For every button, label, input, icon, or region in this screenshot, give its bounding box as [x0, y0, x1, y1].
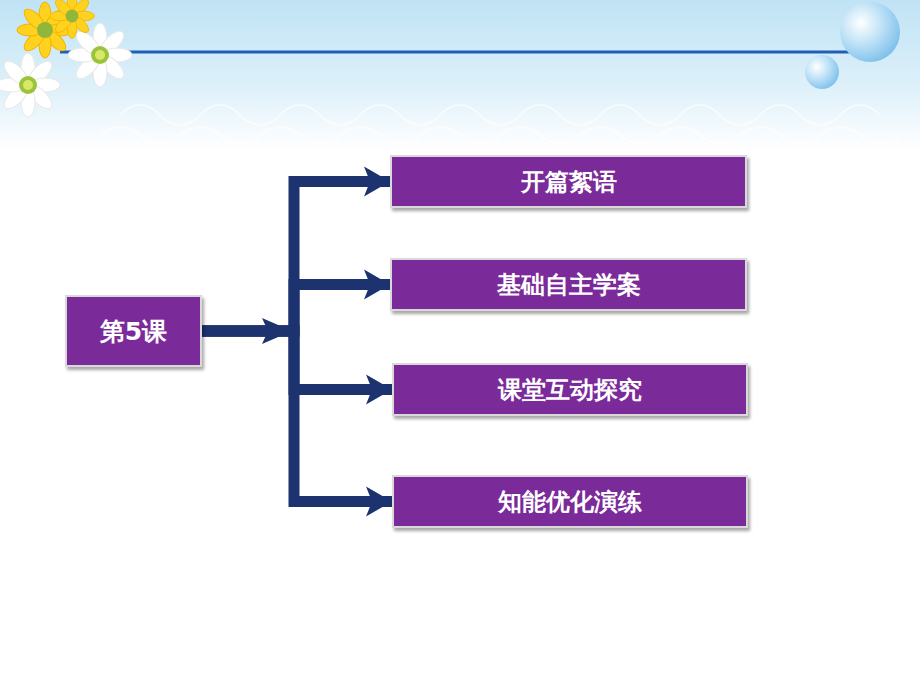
flower [68, 23, 132, 87]
branch-arrow [202, 285, 390, 332]
section-title: 课堂互动探究 [498, 374, 642, 406]
lesson-title: 第5课 [100, 315, 167, 348]
branch-arrow [202, 331, 392, 502]
section-box: 基础自主学案 [390, 258, 747, 311]
flower [50, 0, 95, 38]
section-box: 开篇絮语 [390, 155, 747, 208]
lesson-box: 第5课 [65, 295, 202, 367]
section-title: 基础自主学案 [497, 269, 641, 301]
section-box: 知能优化演练 [392, 475, 748, 528]
section-title: 开篇絮语 [521, 166, 617, 198]
bubble [840, 2, 900, 62]
header-line [60, 51, 860, 54]
branch-arrow [202, 182, 390, 332]
flower [0, 53, 60, 117]
bubble [805, 55, 839, 89]
header-band [0, 0, 920, 150]
section-box: 课堂互动探究 [392, 363, 748, 416]
section-title: 知能优化演练 [498, 486, 642, 518]
wave-ornament [100, 105, 900, 143]
